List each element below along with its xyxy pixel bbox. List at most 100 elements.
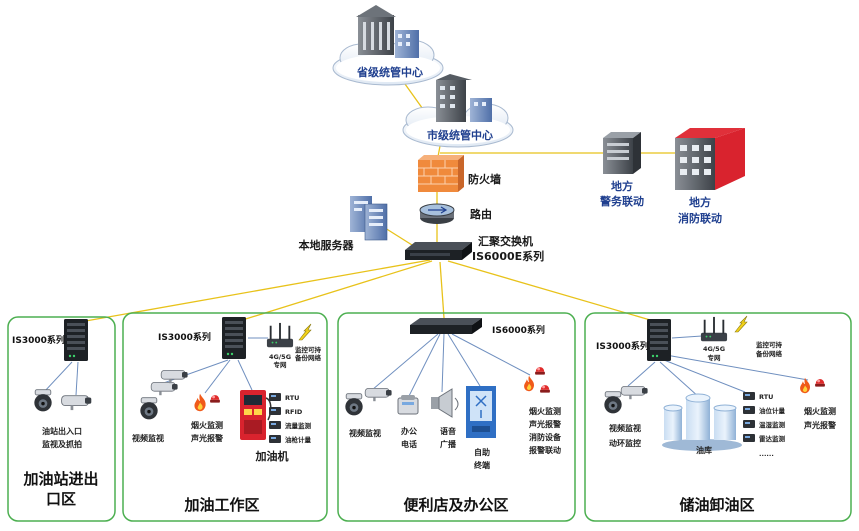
link-storage-router [671,335,703,339]
bullet-camera-icon [364,387,393,402]
switch-icon [405,242,472,260]
dome-camera-icon [33,389,53,412]
dome-camera-icon [344,393,364,416]
zone-entrance: IS3000系列 油站出入口 监视及抓拍 加油站进出 口区 [7,316,116,522]
phone-icon [397,395,419,415]
wifi-router-icon [700,316,728,342]
zone-storage-wireless-line1: 4G/5G [703,345,725,353]
zone-storage-name: 储油卸油区 [679,496,754,514]
link-entrance-dome [43,361,73,393]
zone-store-phone-line2: 电话 [401,439,417,449]
bullet-camera-icon [150,381,179,396]
link-fueling-dispenser [237,359,253,391]
dome-camera-icon [139,397,159,420]
zone-entrance-camera-label-line2: 监视及抓拍 [42,439,82,449]
police-label-line2: 警务联动 [599,194,644,208]
zone-store-speaker-line1: 语音 [440,426,456,436]
router: 路由 [419,203,493,224]
fire-station-icon [675,128,745,190]
bullet-camera-icon [160,369,189,384]
core-switch-name: 汇聚交换机 [478,234,533,248]
zone-store-alarm-2: 消防设备 [529,432,562,442]
alarm-light-icon [535,367,545,375]
switch-icon [64,319,88,361]
temp-humidity-sensor-icon [743,420,755,428]
switch-icon [222,317,246,359]
zone-fueling-device-2: 流量监测 [285,421,312,430]
zone-storage-fire-line2: 声光报警 [803,420,836,430]
zone-storage-device-2: 温湿监测 [759,420,786,429]
zone-store-border [337,312,576,522]
zone-fueling-fire-line2: 声光报警 [190,433,223,443]
zone-store-phone-line1: 办公 [401,426,417,436]
rtu-device-icon [743,392,755,400]
flame-icon [800,377,810,394]
router-icon [419,203,455,224]
zone-fueling-wireless-line2: 专网 [274,360,288,369]
core-switch: 汇聚交换机 IS6000E系列 [405,233,545,264]
local-server: 本地服务器 [298,196,388,253]
zone-fueling-dispenser-label: 加油机 [255,449,289,463]
lightning-icon [734,315,748,333]
zone-fueling-border [122,312,328,522]
zone-entrance-switch-series: IS3000系列 [12,334,65,346]
zone-store-terminal-line2: 终端 [473,460,490,470]
zone-storage-border [584,312,852,522]
zone-fueling-switch-series: IS3000系列 [158,331,211,343]
zone-fueling-name: 加油工作区 [183,496,259,514]
zone-entrance-name-line1: 加油站进出 [22,470,98,488]
switch-icon [647,319,671,361]
radar-sensor-icon [743,434,755,442]
flame-icon [524,375,534,392]
oil-tank-icon [662,393,742,451]
self-service-terminal-icon [466,386,496,438]
firewall-brick-icon [418,155,464,192]
zone-storage: IS3000系列 4G/5G 专网 监控可持 备份网络 视频监视 动环监控 油库… [584,312,852,522]
zone-storage-backup-line2: 备份网络 [755,349,783,358]
zone-fueling-backup-line2: 备份网络 [294,353,322,362]
alarm-light-icon [210,395,220,403]
zone-fueling-device-3: 油枪计量 [285,435,312,444]
zone-storage-backup-line1: 监控可持 [756,340,783,349]
bank-building-icon [356,5,419,58]
trunk-links [79,83,690,323]
lightning-icon [298,323,312,341]
zone-storage-more: ...... [759,450,774,458]
provincial-center-label: 省级统管中心 [356,65,423,79]
zone-store-name: 便利店及办公区 [403,496,508,514]
zone-fueling-device-0: RTU [285,394,299,402]
router-label: 路由 [470,207,492,221]
core-switch-series: IS6000E系列 [472,249,544,263]
zone-store-switch-series: IS6000系列 [492,324,545,336]
city-center: 市级统管中心 [402,74,514,148]
zone-fueling-fire-line1: 烟火监测 [191,420,223,430]
link-store-terminal [447,333,481,387]
zone-fueling: IS3000系列 4G/5G 专网 监控可持 备份网络 视频监视 烟火监测 声光… [122,312,328,522]
level-meter-icon [743,406,755,414]
zone-store-alarm-1: 声光报警 [528,419,561,429]
link-store-speaker [441,333,445,393]
nozzle-meter-icon [269,435,281,443]
link-switch-zone1 [79,259,431,323]
zone-storage-device-1: 油位计量 [759,406,786,415]
rfid-device-icon [269,407,281,415]
zone-store-camera-label: 视频监视 [349,428,381,438]
fire-dept-label-line2: 消防联动 [678,211,722,225]
police-linkage: 地方 警务联动 [598,132,645,209]
link-switch-zone4 [447,260,658,323]
zone-store-alarm-3: 报警联动 [529,445,561,455]
flame-icon [194,393,206,412]
zone-storage-switch-series: IS3000系列 [596,340,649,352]
link-storage-camera [627,361,656,387]
dome-camera-icon [603,391,623,414]
zone-storage-device-3: 雷达监测 [759,434,786,443]
switch-icon [410,318,482,334]
firewall-label: 防火墙 [468,172,501,186]
link-storage-rtu [663,359,746,393]
zone-fueling-backup-line1: 监控可持 [295,345,322,354]
link-storage-tank [659,361,701,399]
zone-storage-wireless-line2: 专网 [708,353,722,362]
fire-linkage: 地方 消防联动 [675,128,745,226]
zone-storage-device-0: RTU [759,393,773,401]
